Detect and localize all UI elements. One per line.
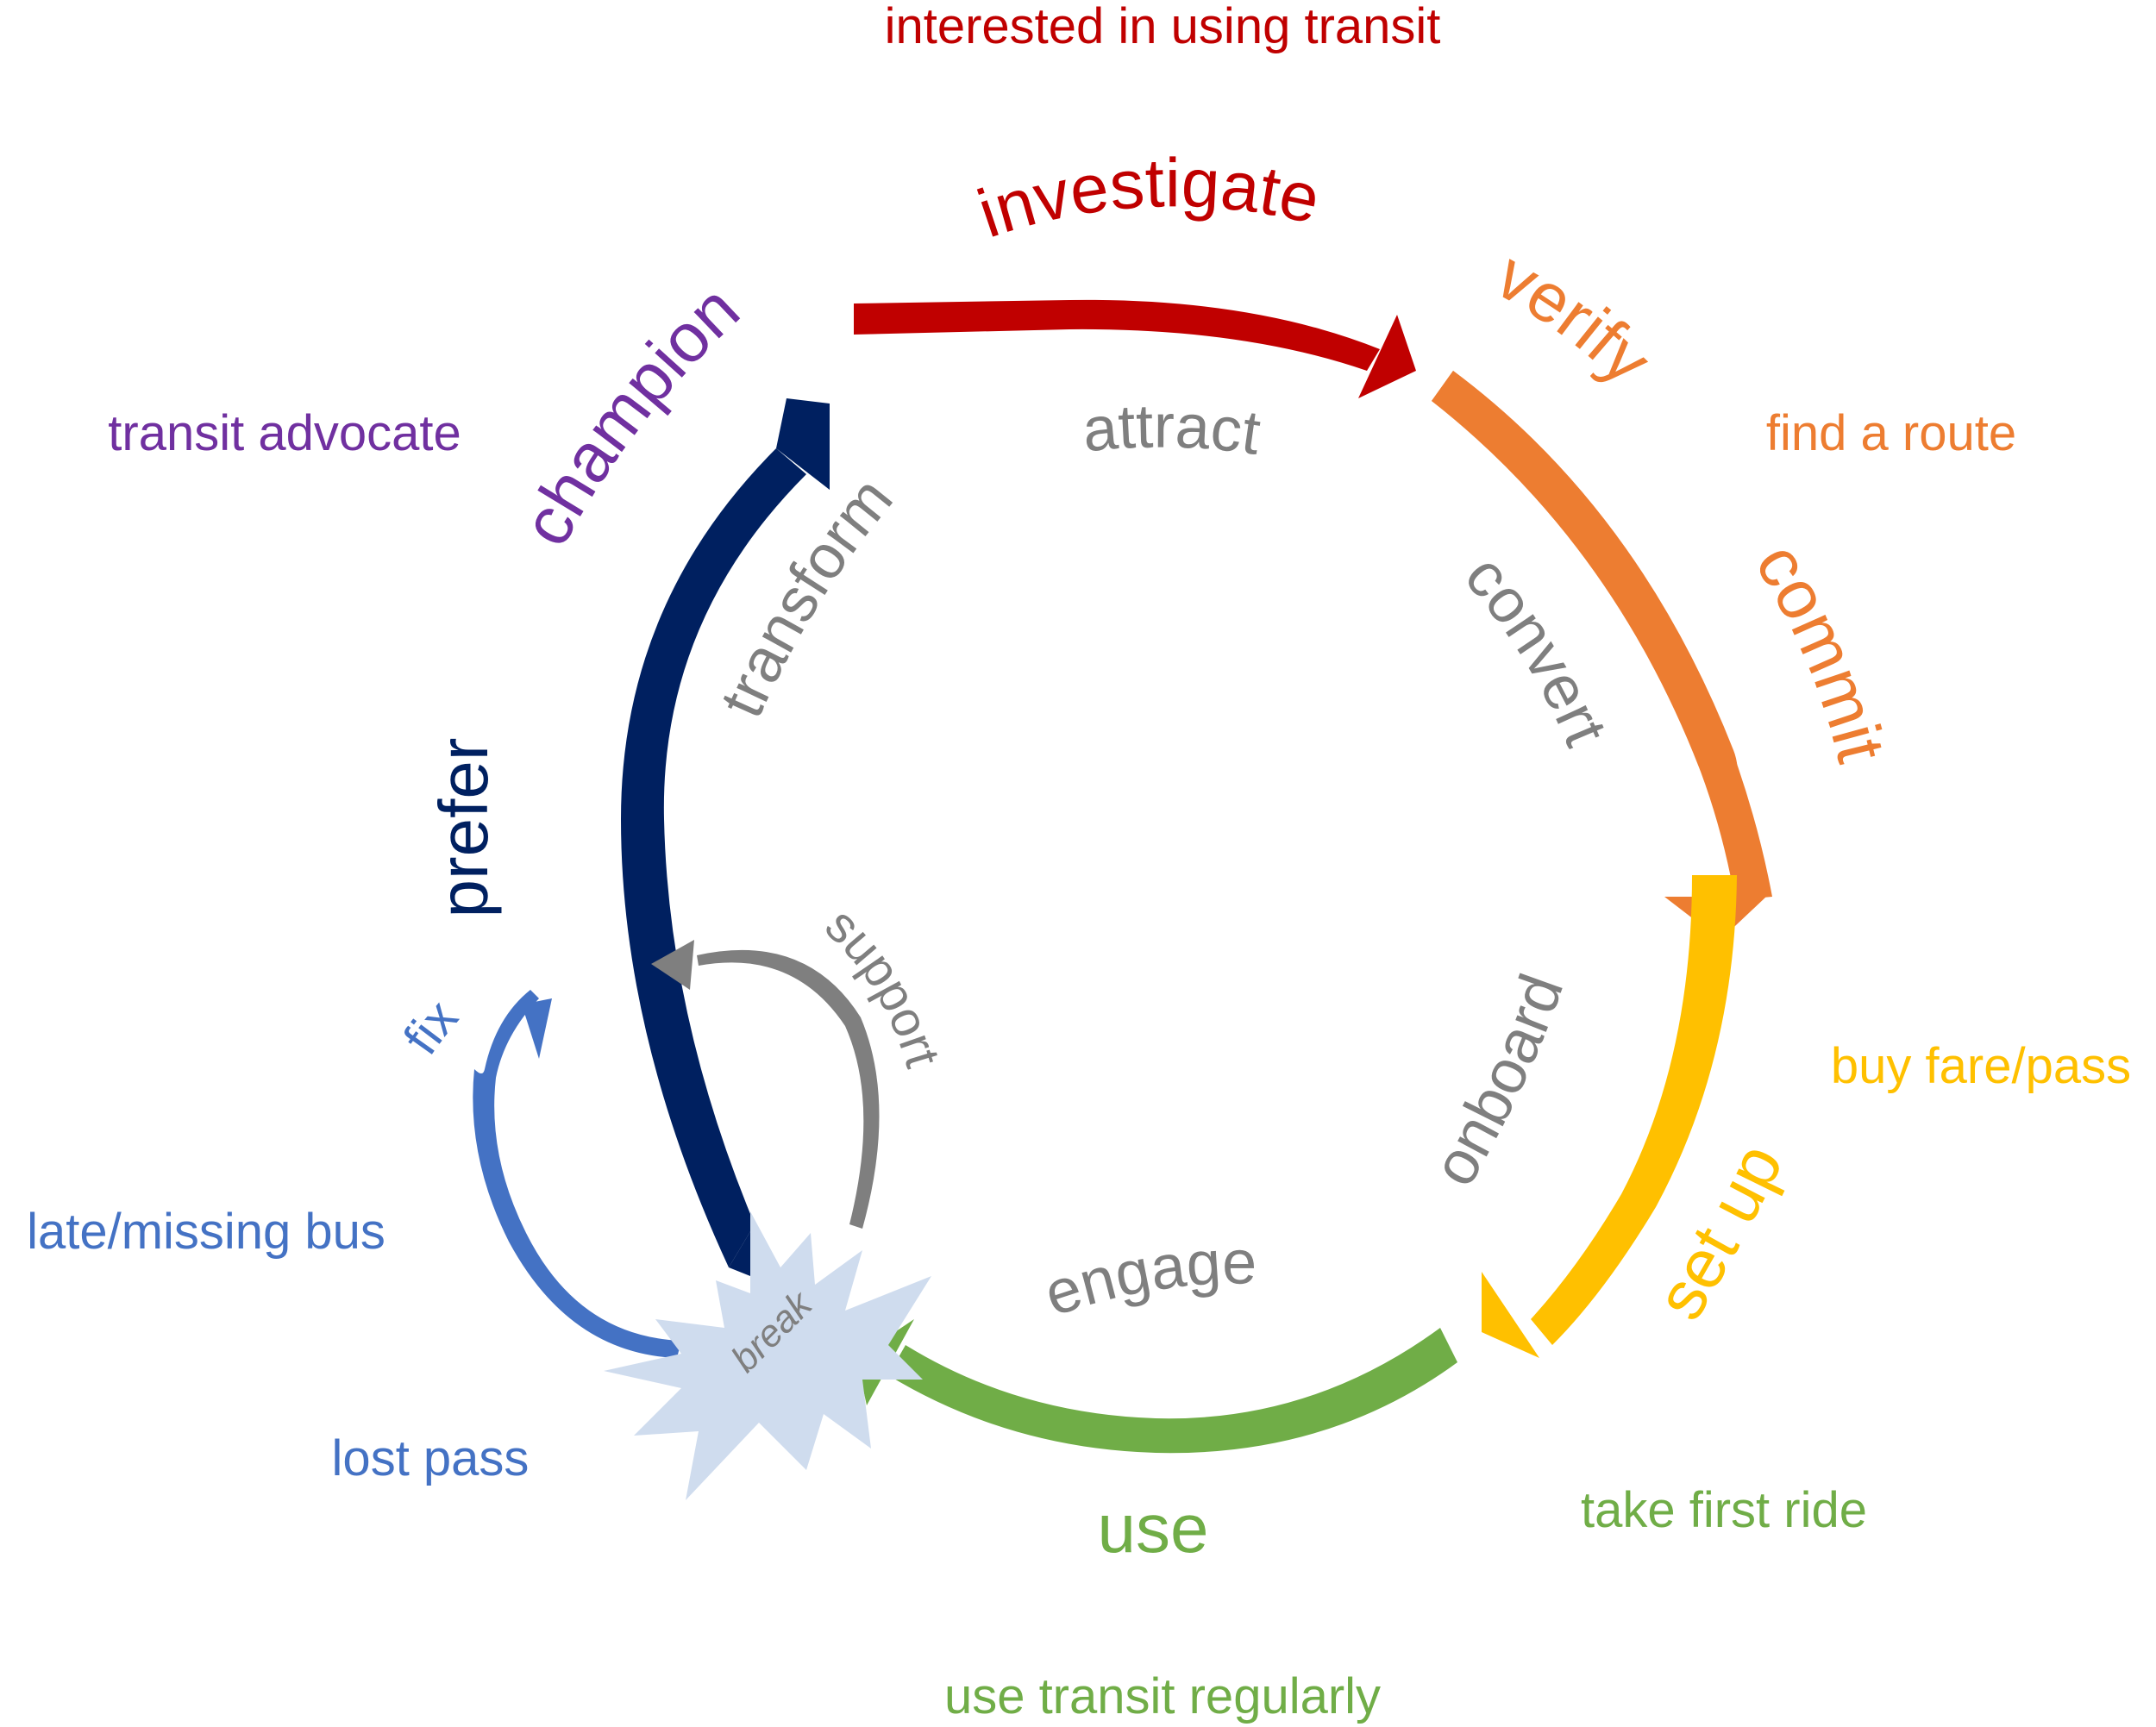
commit-arrow [1432, 371, 1772, 940]
stage-investigate: investigate [968, 144, 1326, 252]
phase-convert: convert [1451, 542, 1620, 755]
phase-attract: attract [1080, 392, 1264, 468]
stage-commit: commit [1741, 529, 1900, 769]
setup-arrow [1482, 875, 1737, 1358]
outcome-first-ride: take first ride [1581, 1482, 1867, 1538]
outcome-regular: use transit regularly [944, 1668, 1381, 1724]
support-arrow [651, 940, 880, 1229]
problem-late-bus: late/missing bus [27, 1204, 385, 1260]
stage-prefer: prefer [425, 738, 502, 918]
phase-engage: engage [1037, 1228, 1257, 1329]
outcome-find-route: find a route [1766, 405, 2016, 461]
fix-arrow [473, 990, 681, 1358]
outcome-buy-fare: buy fare/pass [1831, 1038, 2131, 1094]
stage-use: use [1098, 1490, 1209, 1567]
stage-fix: fix [392, 990, 468, 1065]
prefer-arrow [621, 398, 830, 1276]
outcome-interested: interested in using transit [885, 0, 1441, 54]
stage-champion: champion [507, 270, 754, 557]
problem-lost-pass: lost pass [332, 1430, 530, 1486]
outcome-advocate: transit advocate [108, 405, 461, 461]
phase-onboard: onboard [1420, 966, 1576, 1198]
phase-support: support [815, 897, 951, 1073]
stage-verify: verify [1484, 236, 1666, 398]
investigate-arrow [854, 299, 1416, 398]
break-starburst [604, 1211, 931, 1500]
use-arrow [856, 1319, 1457, 1454]
